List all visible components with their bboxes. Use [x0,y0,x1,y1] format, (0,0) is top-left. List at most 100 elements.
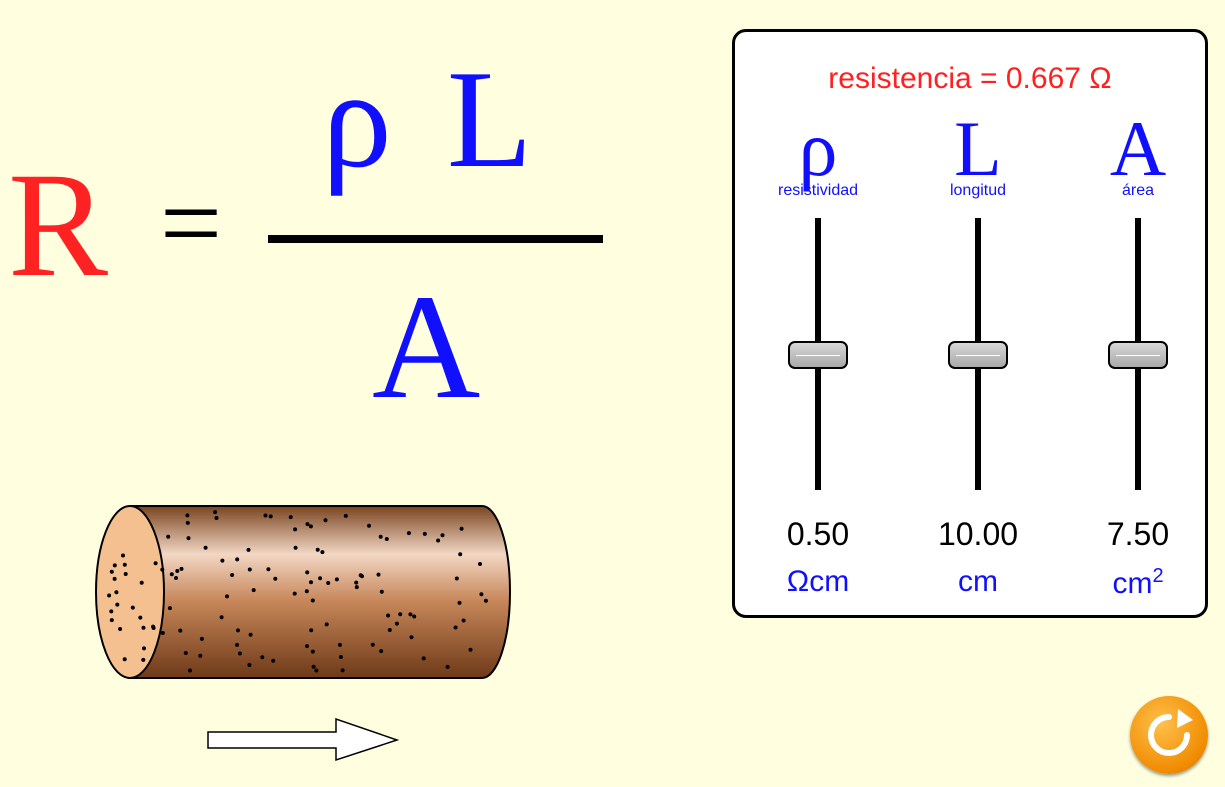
electron-dot [457,600,462,605]
formula-denominator: A [372,264,481,430]
electron-dot [130,605,135,610]
electron-dot [324,622,329,627]
rho-symbol: ρ [798,105,838,192]
resistivity-slider-thumb[interactable] [788,341,848,369]
electron-dot [220,558,225,563]
electron-dot [436,538,441,543]
electron-dot [139,580,144,585]
electron-dot [343,513,348,518]
electron-dot [121,553,125,558]
electron-dot [271,658,276,663]
electron-dot [114,590,119,595]
electron-dot [142,646,146,651]
electron-dot [408,612,413,617]
electron-dot [326,581,331,585]
electron-dot [384,537,389,541]
electron-dot [370,642,375,647]
electron-dot [412,614,417,619]
electron-dot [109,569,114,574]
electron-dot [122,657,127,662]
electron-dot [458,552,463,557]
electron-dot [178,628,183,633]
electron-dot [376,572,381,577]
electron-dot [247,567,252,572]
electron-dot [422,531,427,536]
electron-dot [225,594,229,599]
electron-dot [160,567,165,572]
electron-dot [354,585,359,590]
electron-dot [459,526,464,531]
electron-dot [358,573,363,578]
conductor-cylinder [95,505,511,679]
electron-dot [153,561,158,566]
electron-dot [107,593,112,598]
electron-dot [288,515,293,520]
electron-dot [213,510,218,515]
formula-fraction-bar [268,235,603,243]
electron-dot [304,589,309,594]
electron-dot [305,644,309,649]
electron-dot [318,576,323,581]
control-panel: resistencia = 0.667 Ω ρ resistividad 0.5… [732,29,1208,618]
length-slider-thumb[interactable] [948,341,1008,369]
electron-dot [421,656,426,661]
electron-dot [409,635,414,640]
formula-numerator: ρ L [322,42,543,197]
electron-dot [183,651,188,655]
electron-dot [235,642,239,647]
electron-dot [122,562,127,567]
arrow-right-icon [207,717,400,762]
formula-resistance-symbol: R [8,142,109,308]
electron-dot [175,569,180,573]
electron-dot [394,621,399,626]
area-unit-base: cm [1112,567,1153,600]
electron-dot [293,527,298,532]
electron-dot [203,545,208,550]
electron-dot [199,636,204,641]
electron-dot [305,522,310,527]
electron-dot [315,547,320,552]
electron-dot [454,576,459,581]
electron-dot [138,615,143,620]
area-value: 7.50 [1106,516,1170,552]
electron-dot [273,576,278,581]
electron-dot [174,576,178,580]
electron-dot [308,524,313,529]
resistivity-unit: Ωcm [786,565,850,598]
electron-dot [118,627,123,631]
electron-dot [478,562,482,566]
length-value: 10.00 [937,516,1019,552]
electron-dot [160,631,165,635]
area-unit-exponent: 2 [1152,565,1164,587]
electron-dot [479,592,484,597]
electron-dot [398,612,403,617]
electron-dot [166,534,171,539]
electron-dot [237,651,242,656]
electron-dot [386,613,391,618]
electron-dot [305,570,310,575]
electron-dot [406,531,411,536]
electron-dot [141,657,146,662]
electron-dot [263,513,268,518]
electron-dot [185,513,190,518]
resistivity-value: 0.50 [786,516,850,552]
area-label: área [1121,182,1155,199]
electron-dot [338,655,343,659]
electron-dot [268,514,273,519]
electron-dot [236,628,240,633]
electron-dot [214,516,219,520]
electron-dot [247,663,252,667]
electron-dot [354,580,359,585]
electron-dot [169,572,174,577]
electron-dot [248,632,253,637]
electron-dot [251,588,256,593]
electron-dot [123,572,128,576]
reset-button[interactable] [1130,696,1208,774]
reset-icon [1148,709,1193,756]
electron-dot [109,618,114,623]
electron-dot [379,649,384,654]
electron-dot [112,563,117,568]
electron-dot [246,547,251,552]
area-slider-thumb[interactable] [1108,341,1168,369]
electron-dot [483,598,488,603]
